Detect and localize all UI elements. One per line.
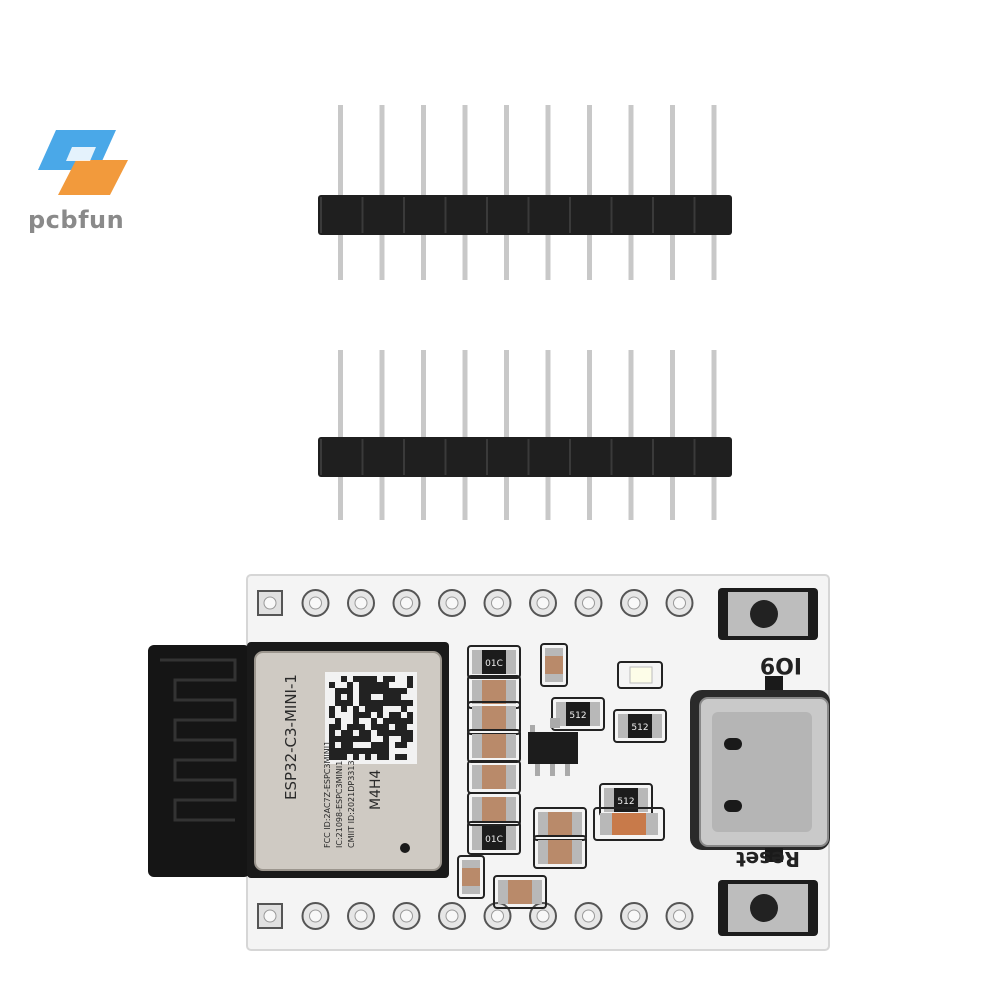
usb-c-connector [690, 676, 830, 862]
pin-pad [574, 589, 603, 617]
pin-pad [438, 902, 466, 930]
logo-orange-shape [58, 160, 128, 195]
pin-pad [665, 589, 694, 617]
capacitor [467, 701, 521, 735]
capacitor [533, 807, 587, 841]
pin-pad [483, 902, 512, 930]
pin-pad [257, 590, 283, 616]
reset-label: Reset [736, 847, 800, 871]
pin-pad [620, 589, 648, 617]
pin-header-top [318, 105, 732, 280]
pad-row-bottom [257, 902, 694, 930]
capacitor [467, 675, 521, 709]
pin-pad [347, 902, 375, 930]
pin-pad [529, 902, 557, 930]
capacitor [540, 643, 568, 687]
capacitor [467, 729, 521, 763]
pin-pad [347, 589, 375, 617]
resistor: 01C [467, 645, 521, 679]
resistor-code: 01C [485, 659, 503, 669]
pin-pad [483, 589, 512, 617]
capacitor [493, 875, 547, 909]
qr-code [325, 672, 417, 764]
module-code: M4H4 [368, 769, 384, 810]
pad-row-top [257, 589, 694, 617]
pin-pad [257, 903, 283, 929]
fuse [593, 807, 665, 841]
resistor: 512 [599, 783, 653, 817]
resistor-code: 01C [485, 835, 503, 845]
resistor: 512 [613, 709, 667, 743]
pin-pad [620, 902, 648, 930]
pin-pad [392, 902, 421, 930]
resistor-code: 512 [569, 711, 586, 721]
capacitor [533, 835, 587, 869]
capacitor [457, 855, 485, 899]
pin-pad [392, 589, 421, 617]
pin-pad [665, 902, 694, 930]
io9-button [718, 588, 818, 640]
module-line-3: CMIIT ID:2021DP3313 [347, 760, 356, 848]
resistor: 01C [467, 821, 521, 855]
io9-label: IO9 [760, 652, 802, 677]
status-led [617, 661, 663, 689]
pin-header-bottom [318, 350, 732, 520]
resistor: 512 [551, 697, 605, 731]
pin-pad [301, 902, 330, 930]
module-line-1: FCC ID:2AC7Z-ESPC3MINI1 [323, 741, 332, 848]
reset-button [718, 880, 818, 936]
brand-logo [38, 130, 128, 195]
capacitor [467, 792, 521, 826]
pin-pad [529, 589, 557, 617]
pin-pad [574, 902, 603, 930]
brand-name: pcbfun [28, 206, 125, 234]
pin-pad [301, 589, 330, 617]
resistor-code: 512 [631, 723, 648, 733]
module-name: ESP32-C3-MINI-1 [282, 674, 300, 800]
resistor-code: 512 [617, 797, 634, 807]
regulator-ic [528, 718, 578, 776]
module-line-2: IC:21098-ESPC3MINI1 [335, 761, 344, 848]
capacitor [467, 760, 521, 794]
pin-pad [438, 589, 466, 617]
